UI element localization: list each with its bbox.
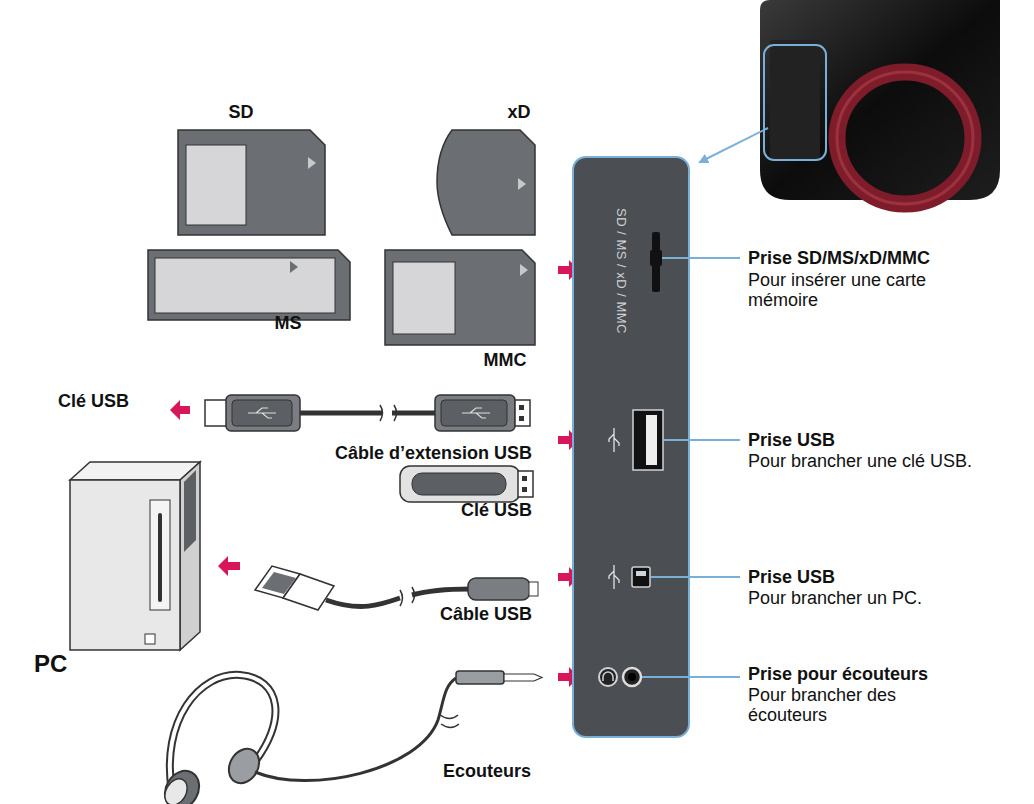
- socket-pin: [519, 405, 524, 410]
- cable: [392, 411, 435, 416]
- usb-flash-drive: [400, 466, 533, 502]
- power-button: [145, 634, 155, 644]
- port-title: Prise SD/MS/xD/MMC: [748, 248, 930, 268]
- jack-tip: [504, 674, 542, 681]
- headphones: [158, 671, 542, 804]
- mini-plug-body: [468, 578, 530, 600]
- card-name: SD: [228, 102, 253, 122]
- plug-inner: [262, 572, 296, 594]
- frame-stand-ring: [837, 72, 973, 204]
- card-body: [178, 130, 325, 235]
- card-direction-mark: [308, 157, 316, 169]
- output-arrow: [170, 400, 190, 420]
- jack-body: [456, 671, 504, 684]
- cable-break: [440, 715, 459, 728]
- output-arrow: [218, 556, 240, 576]
- cable-name: Câble d’extension USB: [335, 443, 532, 463]
- port-description: Pour brancher des écouteurs: [748, 685, 938, 725]
- device-name: Ecouteurs: [443, 761, 531, 781]
- cable-name: Câble USB: [440, 604, 532, 624]
- card-label-area: [155, 258, 335, 313]
- drive-grip: [412, 473, 506, 495]
- ear-cup: [223, 743, 265, 788]
- xd-card: [437, 130, 535, 235]
- plug-body: [226, 395, 300, 431]
- cable: [412, 589, 470, 595]
- plug-grip: [232, 400, 292, 426]
- port-description: Pour insérer une carte mémoire: [748, 270, 948, 310]
- socket-pin: [519, 416, 524, 421]
- card-body: [437, 130, 535, 235]
- pc-tower: [70, 462, 200, 650]
- cable-break: [400, 587, 415, 606]
- drive-bay: [150, 500, 170, 610]
- cable-break: [380, 405, 397, 421]
- mini-plug-tip: [529, 582, 538, 596]
- connector-panel: SD / MS / xD / MMC: [572, 156, 690, 738]
- tower-top: [70, 462, 200, 480]
- port-title: Prise USB: [748, 430, 835, 450]
- usb-extension-cable: [205, 395, 530, 431]
- ear-cup: [158, 765, 206, 804]
- card-label-area: [393, 262, 455, 334]
- card-label-area: [186, 145, 246, 225]
- zoom-pointer: [700, 128, 768, 162]
- socket-metal: [515, 400, 530, 426]
- drive-metal: [518, 471, 533, 497]
- device-name: Clé USB: [461, 500, 532, 520]
- usb-cable: [255, 566, 538, 610]
- socket-body: [435, 395, 515, 431]
- usb-symbol: [462, 408, 490, 418]
- port-description: Pour brancher une clé USB.: [748, 451, 972, 471]
- cable: [300, 411, 382, 416]
- drive-body: [400, 466, 520, 502]
- drive-pin: [522, 476, 527, 481]
- card-direction-mark: [518, 178, 526, 190]
- device-name: PC: [34, 650, 67, 678]
- tower-side: [180, 462, 200, 650]
- frame-ring-highlight: [837, 72, 973, 204]
- device-name: Clé USB: [58, 391, 129, 411]
- socket-grip: [441, 400, 507, 426]
- drive-slot: [158, 515, 162, 600]
- drive-pin: [522, 487, 527, 492]
- insert-arrows: [170, 260, 579, 687]
- tower-side-slot: [184, 470, 196, 552]
- highlight-box: [764, 45, 826, 160]
- cable: [326, 598, 400, 606]
- card-name: MMC: [484, 350, 527, 370]
- photo-frame: [700, 0, 1000, 204]
- card-body: [148, 250, 350, 320]
- mmc-card: [385, 250, 535, 345]
- slot-marking: SD / MS / xD / MMC: [614, 208, 629, 334]
- sd-card: [178, 130, 325, 235]
- port-title: Prise USB: [748, 567, 835, 587]
- tower-front: [70, 480, 180, 650]
- ms-card: [148, 250, 350, 320]
- card-direction-mark: [290, 261, 298, 273]
- frame-side: [770, 40, 820, 160]
- usb-symbol: [248, 408, 276, 418]
- headphone-cable: [255, 678, 456, 781]
- plug-metal: [205, 400, 227, 426]
- card-name: MS: [275, 313, 302, 333]
- port-title: Prise pour écouteurs: [748, 664, 928, 684]
- port-description: Pour brancher un PC.: [748, 588, 922, 608]
- card-body: [385, 250, 535, 345]
- ear-pad: [160, 775, 191, 804]
- card-name: xD: [507, 102, 530, 122]
- card-direction-mark: [520, 264, 528, 276]
